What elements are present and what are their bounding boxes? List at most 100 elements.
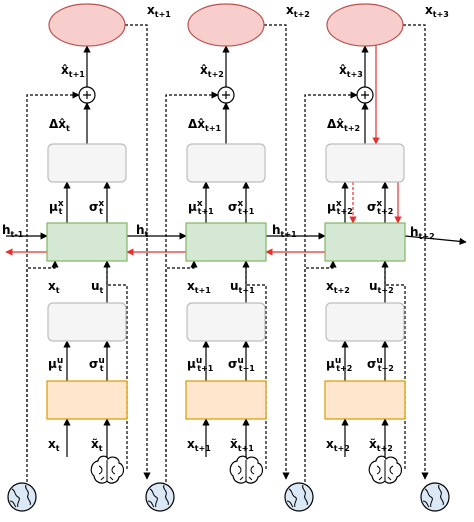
label-sigmax-2-sup: x <box>376 199 382 209</box>
dash-xt-green-0 <box>26 260 59 457</box>
label-mux-1-sup: x <box>197 199 203 209</box>
brain-icon-1 <box>229 455 264 484</box>
label-h-t1-main: h <box>272 223 281 237</box>
label-xtilde-0-sub: t <box>99 444 103 453</box>
label-xtilde-2: x̃t+2 <box>369 437 393 453</box>
brain-icon-2 <box>368 455 403 484</box>
label-h-out-sub: t+2 <box>419 232 435 241</box>
label-muu-0-sup: u <box>57 356 63 366</box>
label-sigmax-0-main: σ <box>89 200 98 214</box>
label-muu-2-sub: t+2 <box>336 364 352 373</box>
label-x-next-1: xt+2 <box>286 3 310 19</box>
label-dxhat-2-sub: t+2 <box>344 124 360 133</box>
encoder-box-1 <box>185 380 267 420</box>
recurrent-cell-0 <box>46 222 128 262</box>
label-mux-2-sup: x <box>336 199 342 209</box>
label-u-1-main: u <box>230 279 239 293</box>
label-u-2-main: u <box>369 279 378 293</box>
label-x-next-1-sub: t+2 <box>294 10 310 19</box>
dash-output-1 <box>264 24 290 480</box>
label-xhat-0: x̂t+1 <box>61 63 85 79</box>
label-h-in-main: h <box>2 223 11 237</box>
label-u-1-sub: t+1 <box>239 286 256 295</box>
globe-icon-2 <box>284 482 314 512</box>
label-xhat-1-sub: t+2 <box>208 70 224 79</box>
prediction-node-0 <box>48 3 126 47</box>
label-xhat-0-sub: t+1 <box>69 70 86 79</box>
input-dist-box-0 <box>47 302 127 342</box>
label-muu-2-sup: u <box>335 356 341 366</box>
label-x-green-1: xt+1 <box>187 279 211 295</box>
label-x-green-1-sub: t+1 <box>195 286 212 295</box>
recurrent-cell-2 <box>324 222 406 262</box>
label-sigmau-2-main: σ <box>367 357 376 371</box>
dash-xt-green-2 <box>304 260 337 457</box>
brain-folds <box>98 460 116 481</box>
label-u-0-sub: t <box>100 286 104 295</box>
label-mux-1-main: μ <box>188 200 197 214</box>
dash-output-0 <box>125 24 151 480</box>
label-x-green-2-sub: t+2 <box>334 286 350 295</box>
label-muu-1-sup: u <box>196 356 202 366</box>
label-dxhat-0-sub: t <box>66 124 70 133</box>
label-xin-1-main: x <box>187 437 195 451</box>
arrow-h-out <box>404 235 467 245</box>
label-x-next-1-main: x <box>286 3 294 17</box>
globe-circle <box>7 482 37 512</box>
label-x-green-2: xt+2 <box>326 279 350 295</box>
recurrent-cell-1 <box>185 222 267 262</box>
globe-land <box>422 484 444 508</box>
label-x-next-0-sub: t+1 <box>155 10 172 19</box>
label-h-in-sub: t-1 <box>11 230 24 239</box>
label-h-t1: ht+1 <box>272 223 297 239</box>
brain-icon-0 <box>90 455 125 484</box>
label-sigmau-1-main: σ <box>228 357 237 371</box>
globe-circle <box>420 482 450 512</box>
label-sigmax-1-sup: x <box>237 199 243 209</box>
label-xhat-2-sub: t+3 <box>347 70 363 79</box>
label-xhat-1-main: x̂ <box>200 63 208 77</box>
brain-folds <box>237 460 255 481</box>
label-x-green-2-main: x <box>326 279 334 293</box>
label-sigmau-2-sub: t+2 <box>378 364 394 373</box>
dash-u-down-0 <box>106 261 128 470</box>
label-xtilde-1-sub: t+1 <box>238 444 255 453</box>
label-u-2: ut+2 <box>369 279 394 295</box>
label-xin-0: xt <box>48 437 60 453</box>
label-xtilde-0-main: x̃ <box>91 437 99 451</box>
globe-icon-1 <box>145 482 175 512</box>
label-xtilde-1: x̃t+1 <box>230 437 254 453</box>
label-xtilde-2-sub: t+2 <box>377 444 393 453</box>
label-x-next-2-sub: t+3 <box>433 10 449 19</box>
label-xin-2: xt+2 <box>326 437 350 453</box>
globe-icon-3 <box>420 482 450 512</box>
label-x-next-0: xt+1 <box>147 3 171 19</box>
label-x-green-0: xt <box>48 279 60 295</box>
label-muu-1-sub: t+1 <box>197 364 214 373</box>
label-x-next-2: xt+3 <box>425 3 449 19</box>
label-sigmau-0-sub: t <box>100 364 104 373</box>
dash-u-down-1 <box>245 261 267 470</box>
label-xin-0-main: x <box>48 437 56 451</box>
decoder-box-0 <box>47 143 127 183</box>
prediction-node-2 <box>326 3 404 47</box>
label-sigmau-2-sup: u <box>376 356 382 366</box>
label-muu-0-main: μ <box>48 357 57 371</box>
label-mux-0-sub: t <box>59 207 63 216</box>
dash-xt-green-1 <box>165 260 198 457</box>
label-sigmau-1-sub: t+1 <box>239 364 256 373</box>
globe-icon-0 <box>7 482 37 512</box>
label-sigmax-0-sub: t <box>99 207 103 216</box>
label-sigmau-0-sup: u <box>98 356 104 366</box>
label-mux-1-sub: t+1 <box>198 207 215 216</box>
label-xin-2-main: x <box>326 437 334 451</box>
node-layer <box>7 3 450 512</box>
label-mux-2-main: μ <box>327 200 336 214</box>
label-xin-2-sub: t+2 <box>334 444 350 453</box>
globe-circle <box>284 482 314 512</box>
